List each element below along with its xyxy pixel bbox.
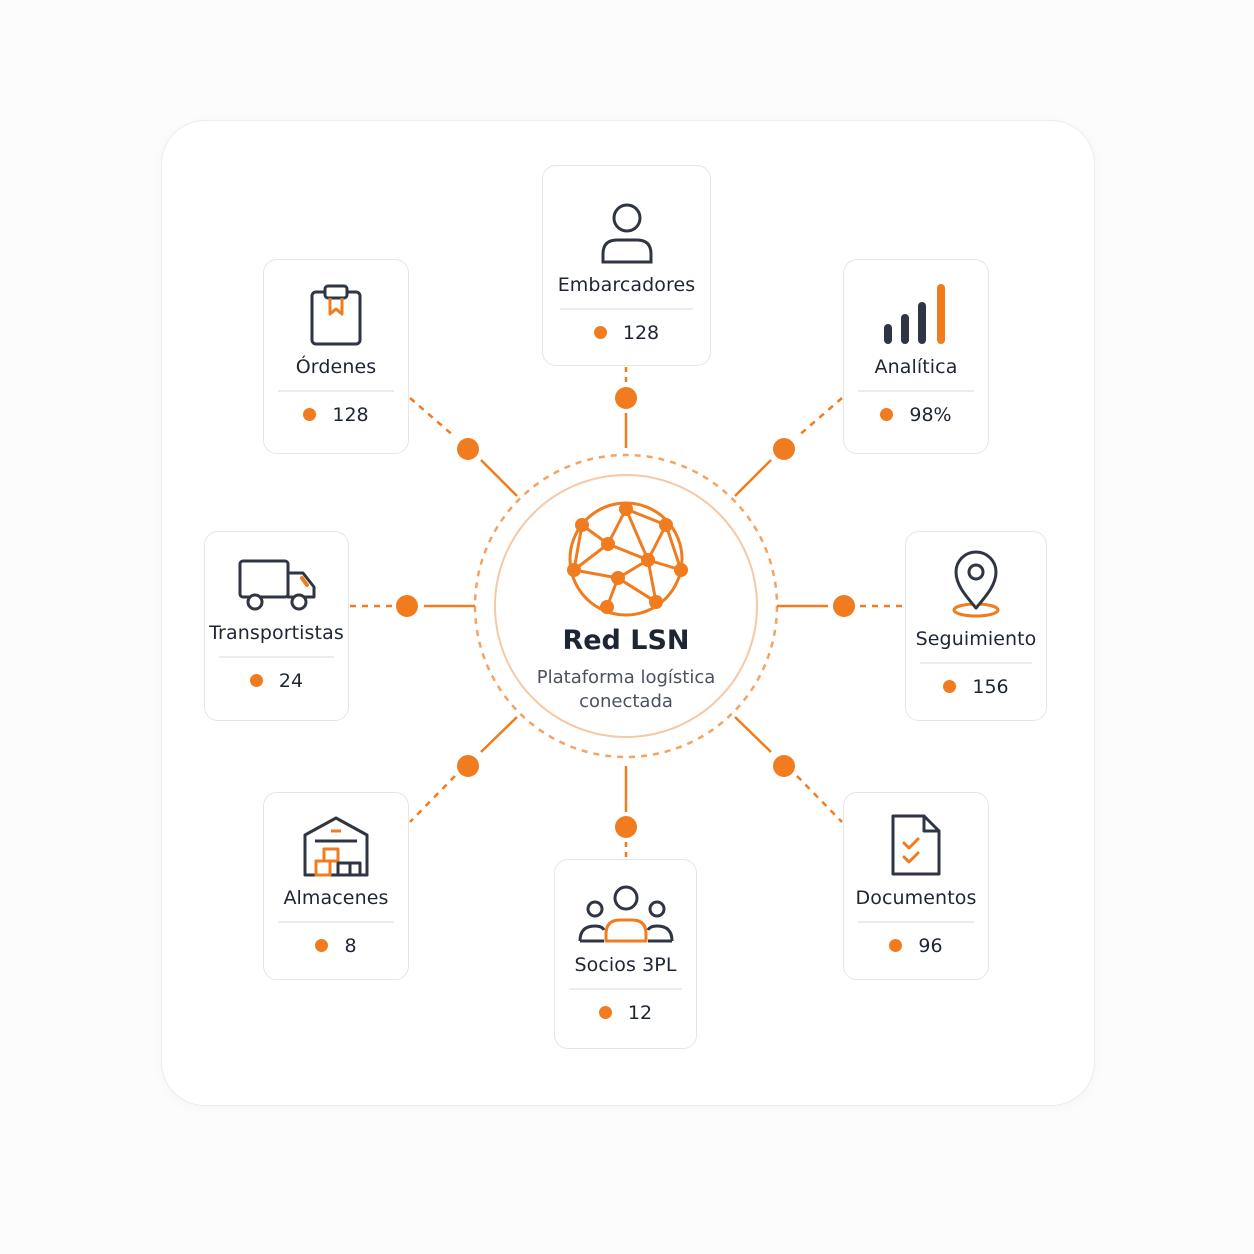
divider bbox=[569, 988, 682, 990]
node-count: 98% bbox=[880, 403, 952, 426]
status-dot bbox=[943, 680, 957, 693]
junction-dot bbox=[615, 387, 637, 409]
node-embarcadores[interactable]: Embarcadores 128 bbox=[542, 165, 711, 366]
node-count: 96 bbox=[889, 934, 943, 957]
junction-dot bbox=[457, 438, 479, 460]
node-value: 12 bbox=[627, 1001, 653, 1024]
divider bbox=[278, 921, 394, 923]
divider bbox=[858, 390, 974, 392]
node-label: Almacenes bbox=[283, 887, 389, 909]
link-documentos bbox=[734, 716, 772, 753]
junction-dot bbox=[773, 755, 795, 777]
node-label: Documentos bbox=[855, 887, 977, 909]
hub-inner-ring bbox=[494, 474, 758, 738]
status-dot bbox=[880, 408, 894, 421]
location-pin-icon bbox=[952, 550, 1000, 618]
junction-dot bbox=[833, 595, 855, 617]
node-label: Embarcadores bbox=[557, 274, 696, 296]
node-seguimiento[interactable]: Seguimiento 156 bbox=[905, 531, 1047, 721]
node-label: Transportistas bbox=[209, 622, 344, 644]
team-icon bbox=[578, 885, 673, 943]
link-analitica bbox=[796, 397, 843, 438]
link-almacenes bbox=[480, 716, 518, 753]
node-value: 96 bbox=[918, 934, 943, 957]
status-dot bbox=[593, 326, 607, 339]
node-count: 128 bbox=[593, 321, 660, 344]
node-value: 128 bbox=[622, 321, 660, 344]
bar-chart-icon bbox=[884, 284, 945, 344]
node-count: 156 bbox=[943, 675, 1009, 698]
node-label: Socios 3PL bbox=[574, 954, 677, 976]
junction-dot bbox=[457, 755, 479, 777]
node-ordenes[interactable]: Órdenes 128 bbox=[263, 259, 409, 454]
node-value: 8 bbox=[344, 934, 357, 957]
status-dot bbox=[303, 408, 317, 421]
divider bbox=[858, 921, 974, 923]
divider bbox=[559, 308, 694, 310]
divider bbox=[219, 656, 334, 658]
warehouse-icon bbox=[303, 816, 369, 877]
hub-title: Red LSN bbox=[562, 625, 690, 656]
hub-subtitle: Plataforma logística conectada bbox=[536, 667, 716, 712]
node-label: Órdenes bbox=[295, 356, 377, 378]
node-label: Analítica bbox=[874, 356, 958, 378]
clipboard-icon bbox=[310, 284, 362, 346]
node-value: 128 bbox=[332, 403, 369, 426]
document-check-icon bbox=[891, 814, 941, 876]
junction-dot bbox=[773, 438, 795, 460]
junction-dot bbox=[615, 816, 637, 838]
node-value: 98% bbox=[909, 403, 952, 426]
divider bbox=[920, 662, 1032, 664]
status-dot bbox=[249, 674, 263, 687]
status-dot bbox=[598, 1006, 612, 1019]
node-value: 156 bbox=[972, 675, 1009, 698]
node-label: Seguimiento bbox=[915, 628, 1037, 650]
divider bbox=[278, 390, 394, 392]
status-dot bbox=[889, 939, 903, 952]
network-globe-icon bbox=[567, 501, 688, 617]
junction-dot bbox=[396, 595, 418, 617]
link-ordenes bbox=[409, 397, 456, 438]
user-icon bbox=[601, 203, 652, 264]
node-count: 24 bbox=[249, 669, 304, 692]
truck-icon bbox=[238, 559, 315, 611]
node-documentos[interactable]: Documentos 96 bbox=[843, 792, 989, 980]
node-transportistas[interactable]: Transportistas 24 bbox=[204, 531, 349, 721]
node-value: 24 bbox=[278, 669, 304, 692]
node-count: 12 bbox=[598, 1001, 653, 1024]
node-count: 8 bbox=[315, 934, 357, 957]
node-count: 128 bbox=[303, 403, 369, 426]
node-analitica[interactable]: Analítica 98% bbox=[843, 259, 989, 454]
node-socios-3pl[interactable]: Socios 3PL 12 bbox=[554, 859, 697, 1049]
hub-red-lsn[interactable]: Red LSN Plataforma logística conectada bbox=[495, 467, 757, 745]
node-almacenes[interactable]: Almacenes 8 bbox=[263, 792, 409, 980]
status-dot bbox=[315, 939, 329, 952]
